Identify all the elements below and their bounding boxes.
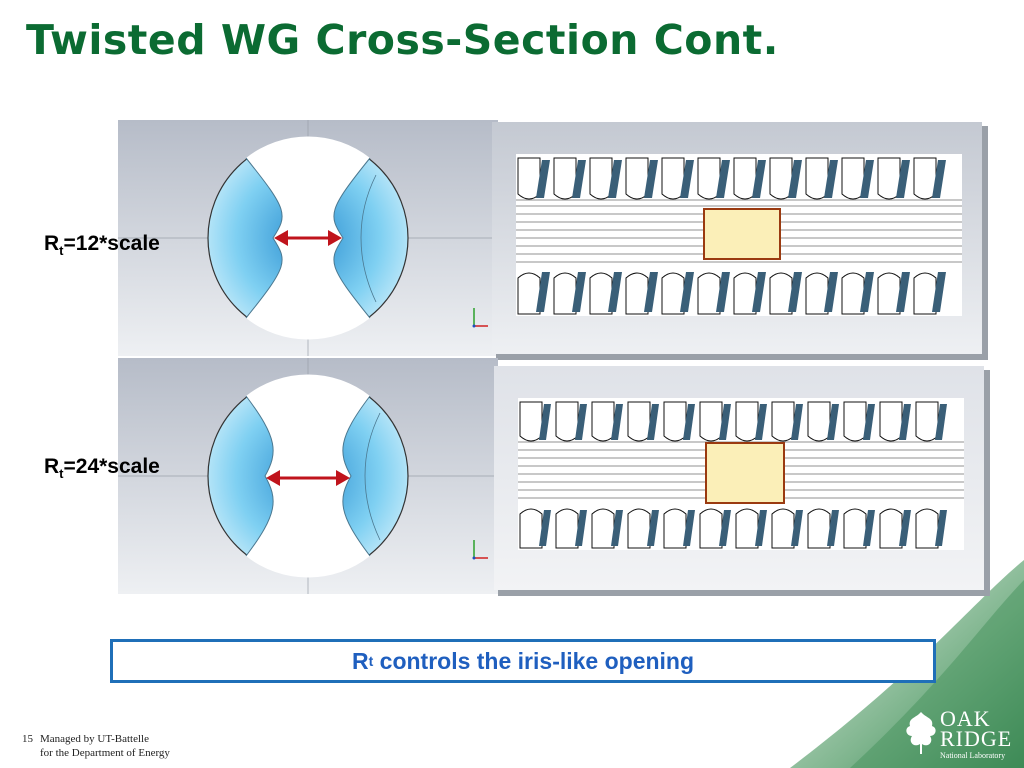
logo-line1: OAK [940,706,991,731]
callout-sub: t [368,653,374,669]
footer-line2: for the Department of Energy [40,747,170,759]
footer: 15 Managed by UT-Battelle for the Departm… [22,732,170,760]
twisted-waveguide-side-top [492,122,988,360]
logo-line3: National Laboratory [940,751,1006,760]
slide-title: Twisted WG Cross-Section Cont. [26,16,779,64]
callout-r: R [351,647,369,674]
page-number: 15 [22,733,33,745]
rt-label-top: Rt=12*scale [44,232,160,259]
cross-section-panel-top [118,120,498,356]
oak-ridge-logo: OAK RIDGE National Laboratory [904,704,1016,764]
oak-leaf-icon [906,712,936,754]
logo-line2: RIDGE [940,726,1013,751]
cross-section-panel-bottom [118,358,498,594]
callout-text: controls the iris-like opening [373,647,695,674]
footer-line1: Managed by UT-Battelle [40,733,149,745]
corner-swoosh [790,560,1024,768]
rt-label-bottom: Rt=24*scale [44,455,160,482]
twisted-waveguide-side-bottom [494,366,990,596]
